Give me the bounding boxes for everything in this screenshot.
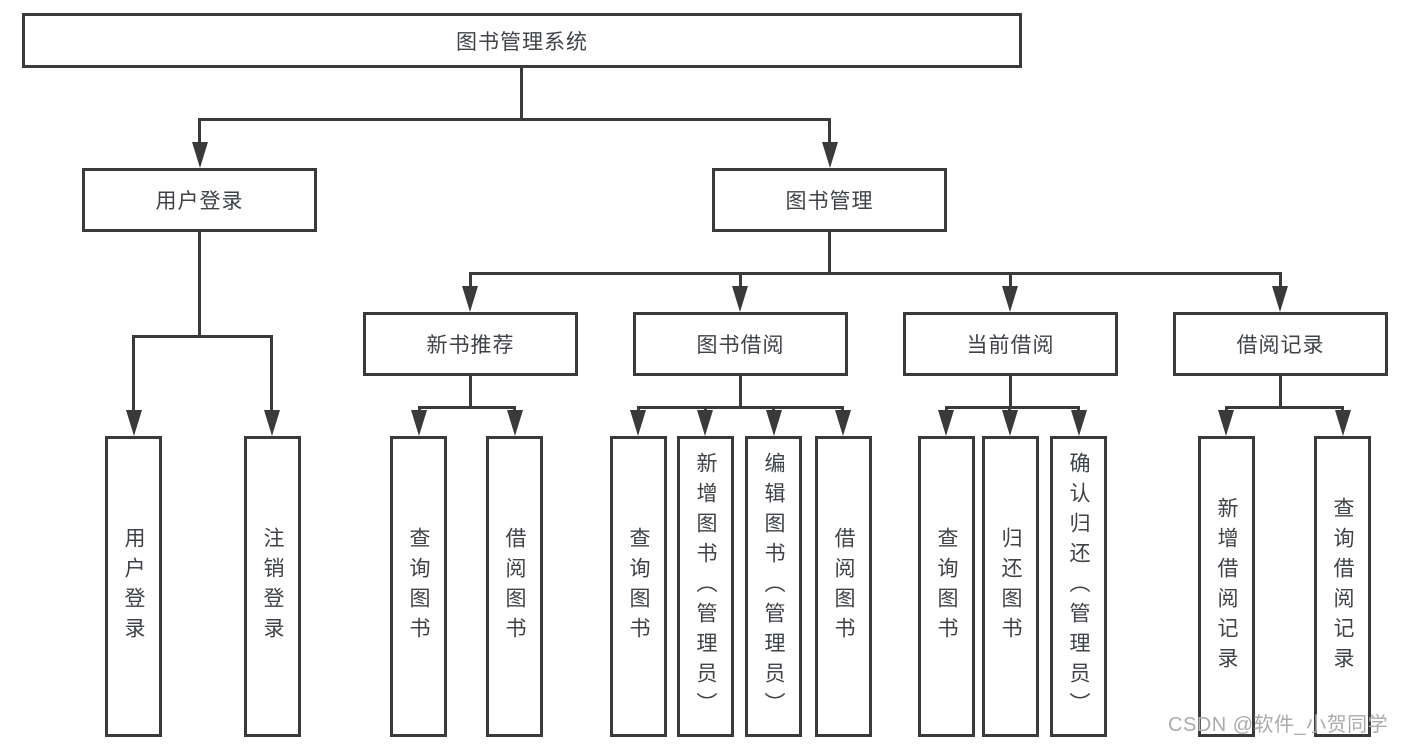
arrowhead-down-icon — [1335, 410, 1351, 436]
node-leaf-bb-borrow-box: 借阅图书 — [815, 436, 872, 737]
node-borrow-record-box: 借阅记录 — [1173, 312, 1388, 376]
arrowhead-down-icon — [822, 142, 838, 168]
connector-current-borrow-stem — [1009, 376, 1012, 409]
node-leaf-bb-add-label: 新增图书（管理员） — [694, 451, 717, 722]
connector-user-login-stem — [198, 232, 201, 338]
node-root-box: 图书管理系统 — [22, 13, 1022, 68]
connector-book-mgmt-stem — [828, 232, 831, 274]
arrowhead-down-icon — [126, 410, 142, 436]
arrowhead-down-icon — [1272, 286, 1288, 312]
node-leaf-login-label: 用户登录 — [122, 526, 145, 647]
node-leaf-rec-query-box: 查询图书 — [390, 436, 447, 737]
arrowhead-down-icon — [1071, 410, 1087, 436]
node-user-login-box: 用户登录 — [82, 168, 317, 232]
node-borrow-record-label: 借阅记录 — [1236, 334, 1325, 357]
node-user-login-label: 用户登录 — [155, 190, 244, 213]
csdn-watermark: CSDN @软件_小贺同学 — [1168, 714, 1389, 736]
connector-borrow-record-bar — [1225, 406, 1344, 409]
connector-level3-bar — [469, 272, 1281, 275]
arrowhead-down-icon — [264, 410, 280, 436]
node-leaf-logout-box: 注销登录 — [244, 436, 301, 737]
connector-book-borrow-bar — [637, 406, 844, 409]
node-book-borrow-box: 图书借阅 — [633, 312, 848, 376]
connector-borrow-record-stem — [1279, 376, 1282, 409]
arrowhead-down-icon — [835, 410, 851, 436]
node-current-borrow-label: 当前借阅 — [966, 334, 1055, 357]
connector-book-borrow-stem — [739, 376, 742, 409]
node-leaf-bb-query-box: 查询图书 — [610, 436, 667, 737]
node-leaf-bb-add-box: 新增图书（管理员） — [677, 436, 734, 737]
connector-drop-book-borrow — [739, 272, 742, 288]
node-root-label: 图书管理系统 — [456, 30, 588, 54]
arrowhead-down-icon — [1218, 410, 1234, 436]
node-leaf-cb-query-box: 查询图书 — [918, 436, 975, 737]
arrowhead-down-icon — [630, 410, 646, 436]
arrowhead-down-icon — [507, 410, 523, 436]
node-current-borrow-box: 当前借阅 — [903, 312, 1118, 376]
node-leaf-br-query-box: 查询借阅记录 — [1314, 436, 1371, 737]
arrowhead-down-icon — [192, 142, 208, 168]
connector-drop-current-borrow — [1009, 272, 1012, 288]
node-leaf-br-add-box: 新增借阅记录 — [1198, 436, 1255, 737]
node-leaf-rec-query-label: 查询图书 — [407, 526, 430, 647]
connector-new-rec-bar — [418, 406, 516, 409]
node-leaf-bb-edit-label: 编辑图书（管理员） — [762, 451, 785, 722]
node-leaf-cb-return-box: 归还图书 — [982, 436, 1039, 737]
arrowhead-down-icon — [697, 410, 713, 436]
connector-drop-user-login — [198, 118, 201, 146]
node-new-book-rec-box: 新书推荐 — [363, 312, 578, 376]
node-leaf-cb-return-label: 归还图书 — [999, 526, 1022, 647]
arrowhead-down-icon — [462, 286, 478, 312]
connector-user-login-bar — [132, 335, 273, 338]
node-leaf-cb-query-label: 查询图书 — [935, 526, 958, 647]
connector-drop-borrow-record — [1279, 272, 1282, 288]
arrowhead-down-icon — [1002, 410, 1018, 436]
node-new-book-rec-label: 新书推荐 — [426, 334, 515, 357]
node-leaf-cb-confirm-box: 确认归还（管理员） — [1050, 436, 1107, 737]
connector-current-borrow-bar — [945, 406, 1080, 409]
node-book-borrow-label: 图书借阅 — [696, 334, 785, 357]
node-book-mgmt-box: 图书管理 — [712, 168, 947, 232]
connector-drop-new-rec — [469, 272, 472, 288]
node-leaf-logout-label: 注销登录 — [261, 526, 284, 647]
arrowhead-down-icon — [938, 410, 954, 436]
connector-drop-book-mgmt — [828, 118, 831, 146]
arrowhead-down-icon — [1002, 286, 1018, 312]
node-leaf-rec-borrow-box: 借阅图书 — [486, 436, 543, 737]
arrowhead-down-icon — [411, 410, 427, 436]
node-leaf-br-add-label: 新增借阅记录 — [1215, 496, 1238, 677]
connector-drop-logout — [270, 335, 273, 412]
connector-level2-bar — [198, 118, 831, 121]
connector-root-stem — [520, 68, 523, 120]
node-leaf-br-query-label: 查询借阅记录 — [1331, 496, 1354, 677]
connector-new-rec-stem — [469, 376, 472, 409]
node-leaf-bb-edit-box: 编辑图书（管理员） — [745, 436, 802, 737]
arrowhead-down-icon — [766, 410, 782, 436]
node-leaf-bb-borrow-label: 借阅图书 — [832, 526, 855, 647]
node-leaf-cb-confirm-label: 确认归还（管理员） — [1067, 451, 1090, 722]
arrowhead-down-icon — [732, 286, 748, 312]
node-book-mgmt-label: 图书管理 — [785, 190, 874, 213]
node-leaf-login-box: 用户登录 — [105, 436, 162, 737]
node-leaf-rec-borrow-label: 借阅图书 — [503, 526, 526, 647]
connector-drop-login — [132, 335, 135, 412]
node-leaf-bb-query-label: 查询图书 — [627, 526, 650, 647]
